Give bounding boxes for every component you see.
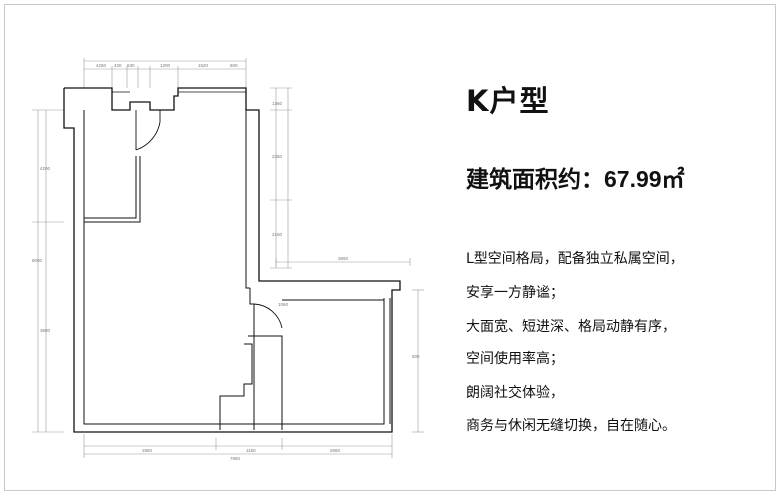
- description-line: 大面宽、短进深、格局动静有序，: [466, 319, 676, 335]
- dim-right-label: 2350: [272, 154, 283, 159]
- description-line: L型空间格局，配备独立私属空间，: [466, 251, 684, 267]
- dim-top-label: 1200: [160, 63, 171, 68]
- description-line: 朗阔社交体验，: [466, 385, 564, 401]
- dim-bottom-label: 2550: [142, 448, 153, 453]
- dim-top-label: 420: [114, 63, 122, 68]
- dimension-lines: [32, 58, 424, 458]
- area-line: 建筑面积约：67.99㎡: [466, 160, 685, 194]
- door-swing-icon: [135, 110, 283, 336]
- dim-top-label: 600: [230, 63, 238, 68]
- dim-left-label: 4200: [40, 166, 51, 171]
- dim-bottom-label: 7950: [230, 456, 241, 461]
- dimension-labels: 4260 420 630 1200 1520 600 2550 1150 265…: [32, 63, 420, 461]
- dim-top-label: 630: [127, 63, 135, 68]
- dim-left-label: 3600: [40, 328, 51, 333]
- dim-left-label: 8000: [32, 258, 43, 263]
- dim-top-label: 1520: [198, 63, 209, 68]
- dim-bottom-label: 2650: [330, 448, 341, 453]
- description-line: 空间使用率高；: [466, 351, 564, 367]
- page-frame: [4, 4, 776, 491]
- unit-title: K户型: [466, 84, 550, 118]
- dim-bottom-label: 1150: [246, 448, 256, 453]
- dim-mid-label: 1060: [278, 302, 289, 307]
- area-label: 建筑面积约：: [466, 167, 604, 193]
- dim-right-label: 2150: [272, 232, 283, 237]
- dim-top-label: 4260: [96, 63, 107, 68]
- description-line: 安享一方静谧；: [466, 285, 564, 301]
- dim-mid-label: 3650: [338, 256, 349, 261]
- dim-right-label: 1360: [272, 101, 283, 106]
- description-line: 商务与休闲无缝切换，自在随心。: [466, 418, 676, 434]
- dim-right-label: 600: [412, 354, 420, 359]
- area-value: 67.99㎡: [604, 166, 685, 192]
- walls: [63, 87, 401, 433]
